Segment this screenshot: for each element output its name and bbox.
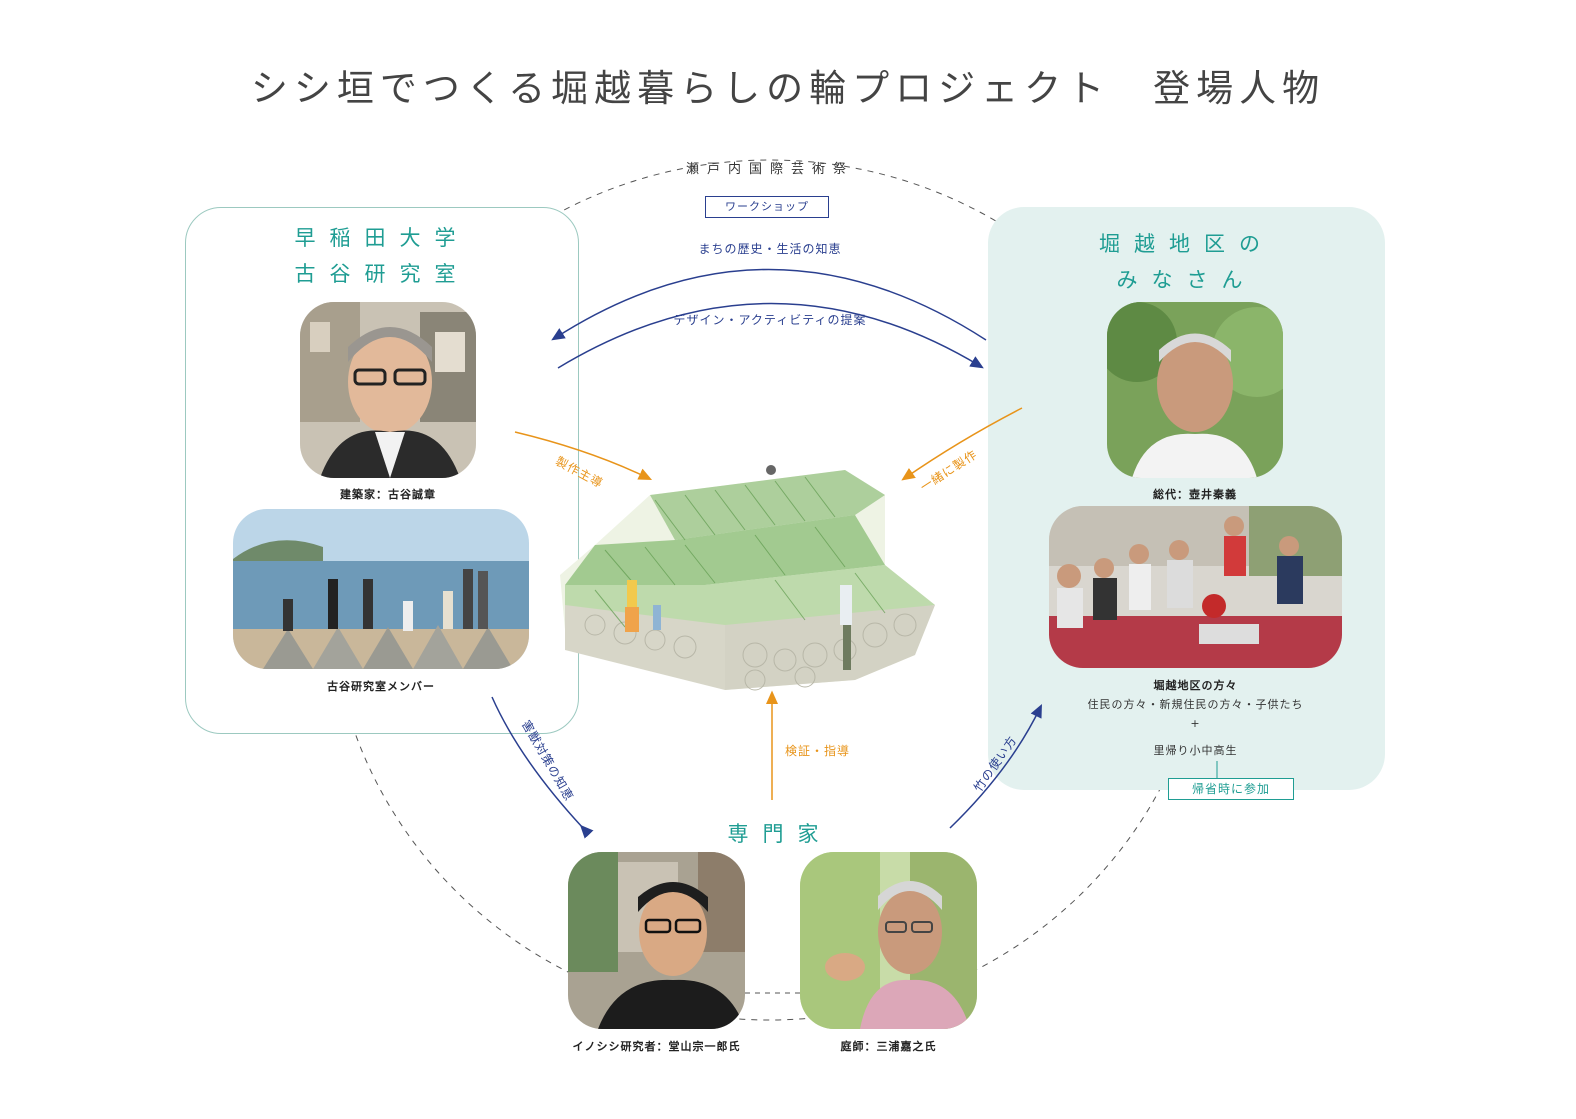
arrow-bamboo-usage xyxy=(949,703,1042,829)
page-title: シシ垣でつくる堀越暮らしの輪プロジェクト 登場人物 xyxy=(250,67,1326,110)
boar-researcher-caption: イノシシ研究者：堂山宗一郎氏 xyxy=(572,1040,741,1053)
homecoming-tag: 帰省時に参加 xyxy=(1168,778,1294,800)
arrow-knowledge-to-lab xyxy=(551,268,987,341)
tag-pointer xyxy=(1216,761,1218,779)
district-leader-caption: 総代：壺井秦義 xyxy=(1153,488,1237,501)
waseda-title-line1: 早稲田大学 xyxy=(294,226,470,250)
arrow-proposal-to-residents xyxy=(557,302,984,369)
plus-sign: + xyxy=(1190,717,1201,730)
residents-caption: 堀越地区の方々 xyxy=(1153,679,1238,692)
setouchi-triennale-label: 瀬戸内国際芸術祭 xyxy=(685,162,854,177)
arrow-wildlife-knowledge xyxy=(491,696,594,839)
verify-guide-label: 検証・指導 xyxy=(785,744,851,758)
boar-researcher-photo xyxy=(568,852,745,1029)
gardener-photo xyxy=(800,852,977,1029)
design-proposal-label: デザイン・アクティビティの提案 xyxy=(673,313,867,327)
experts-title: 専門家 xyxy=(727,822,833,846)
lab-members-caption: 古谷研究室メンバー xyxy=(327,680,435,693)
boar-wall-illustration xyxy=(555,455,940,700)
architect-photo xyxy=(300,302,476,478)
residents-detail: 住民の方々・新規住民の方々・子供たち xyxy=(1087,698,1304,711)
architect-caption: 建築家：古谷誠章 xyxy=(340,488,436,501)
arrow-production-lead xyxy=(514,431,653,480)
horikoshi-title-line1: 堀越地区の xyxy=(1099,232,1274,256)
horikoshi-title-line2: みなさん xyxy=(1116,268,1257,292)
residents-photo xyxy=(1049,506,1342,668)
lab-members-photo xyxy=(233,509,529,669)
gardener-caption: 庭師：三浦嘉之氏 xyxy=(840,1040,937,1053)
returning-students: 里帰り小中高生 xyxy=(1153,744,1238,757)
arrow-make-together xyxy=(901,407,1023,481)
town-knowledge-label: まちの歴史・生活の知恵 xyxy=(698,242,842,256)
workshop-tag: ワークショップ xyxy=(705,196,829,218)
district-leader-photo xyxy=(1107,302,1283,478)
waseda-title-line2: 古谷研究室 xyxy=(294,262,470,286)
